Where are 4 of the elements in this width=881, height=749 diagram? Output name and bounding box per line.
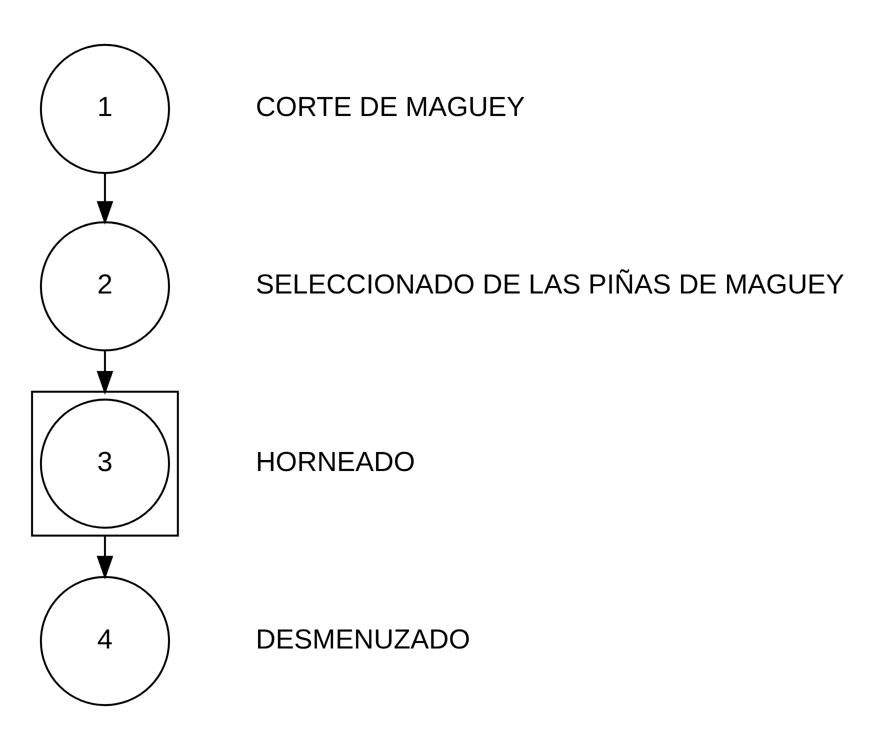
node-label: DESMENUZADO (256, 622, 470, 654)
node-label: CORTE DE MAGUEY (256, 90, 525, 122)
node-label: SELECCIONADO DE LAS PIÑAS DE MAGUEY (256, 268, 844, 300)
node-label: HORNEADO (256, 445, 416, 476)
